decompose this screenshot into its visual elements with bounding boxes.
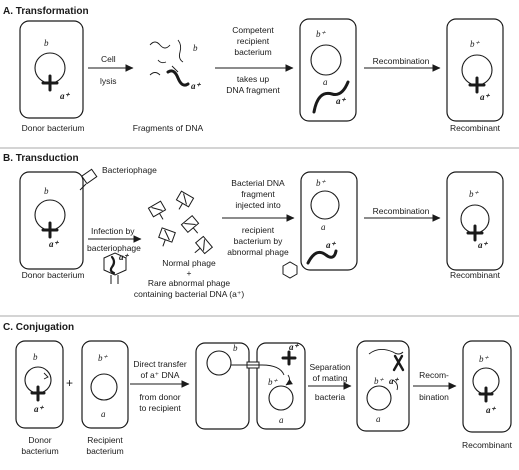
b-injected-1: Bacterial DNA [231, 178, 285, 188]
b-recipient-3: abnormal phage [227, 247, 289, 257]
b-donor-cell [19, 171, 84, 270]
c-direct-1: Direct transfer [133, 359, 187, 369]
b-recipient-gene-a-plus: a⁺ [326, 240, 336, 250]
c-donor-2: bacterium [21, 446, 59, 456]
c-separated-gene-b-plus: b⁺ [374, 376, 384, 386]
b-recipient-cell [300, 171, 358, 271]
c-separation-1: Separation [309, 362, 351, 372]
b-abnormal-gene-a-plus: a⁺ [119, 252, 129, 262]
c-direct-4: to recipient [139, 403, 181, 413]
b-infection-2: bacteriophage [87, 243, 141, 253]
a-competent-cell [299, 18, 357, 122]
b-recombinant-gene-a-plus: a⁺ [478, 240, 488, 250]
a-takes-1: takes up [236, 74, 270, 84]
c-recombinant-gene-a-plus: a⁺ [486, 405, 496, 415]
b-recipient-1: recipient [241, 225, 275, 235]
c-separation-2: of mating [312, 373, 348, 383]
c-mating-gene-b-plus: b⁺ [268, 377, 278, 387]
c-recombinant-cell [462, 340, 512, 433]
a-competent-2: recipient [236, 36, 270, 46]
c-separated-cell [356, 340, 410, 432]
c-recombinant-label: Recombinant [461, 440, 513, 450]
c-recipient-chromosome [90, 373, 118, 401]
a-cell-lysis-2: lysis [100, 76, 117, 86]
b-normal-phage: Normal phage [162, 258, 216, 268]
c-direct-2: of a⁺ DNA [140, 370, 180, 380]
b-recipient-gene-b-plus: b⁺ [316, 178, 326, 188]
a-fragment-gene-b: b [193, 43, 198, 53]
a-dna-fragments [149, 39, 190, 87]
b-rare-2: containing bacterial DNA (a⁺) [133, 289, 245, 299]
c-mating-donor-cell [195, 342, 250, 430]
a-competent-1: Competent [232, 25, 274, 35]
c-donor-gene-b: b [33, 352, 38, 362]
c-recipient-gene-a: a [101, 409, 106, 419]
c-mating-gene-a: a [279, 415, 284, 425]
c-recipient-gene-b-plus: b⁺ [98, 353, 108, 363]
c-separated-gene-a-plus: a⁺ [389, 376, 399, 386]
b-plus-sign: + [186, 268, 192, 278]
c-recipient-cell [81, 340, 129, 429]
c-separated-chromosome [366, 385, 392, 411]
c-recom-2: bination [419, 392, 449, 402]
b-recombination-label: Recombination [372, 206, 430, 216]
a-takes-2: DNA fragment [226, 85, 280, 95]
a-donor-gene-b: b [44, 38, 49, 48]
section-a-title: A. Transformation [3, 6, 89, 17]
a-recombinant-gene-a-plus: a⁺ [480, 92, 490, 102]
b-donor-label: Donor bacterium [21, 270, 85, 280]
b-recipient-chromosome [310, 190, 340, 220]
a-recombination-label: Recombination [372, 56, 430, 66]
a-recombinant-label: Recombinant [449, 123, 501, 133]
b-infection-1: Infection by [91, 226, 135, 236]
section-c-title: C. Conjugation [3, 322, 75, 333]
b-recipient-gene-a: a [321, 222, 326, 232]
b-abnormal-phage-icon [103, 252, 127, 284]
b-donor-gene-b: b [44, 186, 49, 196]
b-bacteriophage-label: Bacteriophage [102, 165, 157, 175]
b-recombinant-cell [446, 171, 504, 271]
a-cell-lysis-1: Cell [101, 54, 116, 64]
c-mating-gene-b: b [233, 343, 238, 353]
a-recombinant-gene-b-plus: b⁺ [470, 39, 480, 49]
a-competent-gene-a: a [323, 77, 328, 87]
c-mating-recipient-cell [256, 342, 306, 430]
b-rare-1: Rare abnormal phage [147, 278, 231, 288]
b-recipient-2: bacterium by [233, 236, 283, 246]
b-injected-3: injected into [235, 200, 281, 210]
c-donor-1: Donor [28, 435, 52, 445]
a-donor-cell [19, 20, 84, 119]
c-donor-gene-a-plus: a⁺ [34, 404, 44, 414]
c-recombinant-gene-b-plus: b⁺ [479, 354, 489, 364]
b-phage-cluster [147, 190, 214, 255]
a-competent-3: bacterium [234, 47, 272, 57]
c-mating-donor-chromosome [206, 350, 232, 376]
b-injecting-phage [282, 261, 298, 279]
a-fragment-gene-a-plus: a⁺ [191, 81, 201, 91]
c-separated-gene-a: a [376, 414, 381, 424]
c-donor-cell [15, 340, 64, 429]
c-direct-3: from donor [139, 392, 181, 402]
c-recipient-2: bacterium [86, 446, 124, 456]
a-competent-gene-a-plus: a⁺ [336, 96, 346, 106]
a-recombinant-cell [446, 18, 504, 122]
a-competent-gene-b-plus: b⁺ [316, 29, 326, 39]
section-b-title: B. Transduction [3, 153, 79, 164]
c-plus-sign: + [66, 376, 74, 390]
c-recom-1: Recom- [419, 370, 449, 380]
a-donor-gene-a-plus: a⁺ [60, 91, 70, 101]
c-recipient-1: Recipient [87, 435, 123, 445]
b-donor-gene-a-plus: a⁺ [49, 239, 59, 249]
b-injected-2: fragment [241, 189, 275, 199]
a-fragments-label: Fragments of DNA [132, 123, 204, 133]
b-recombinant-label: Recombinant [449, 270, 501, 280]
c-separation-3: bacteria [314, 392, 346, 402]
a-competent-chromosome [310, 44, 342, 76]
c-mating-gene-a-plus: a⁺ [289, 342, 299, 352]
b-recombinant-gene-b-plus: b⁺ [469, 189, 479, 199]
a-donor-label: Donor bacterium [21, 123, 85, 133]
c-mating-recipient-chromosome [268, 385, 294, 411]
